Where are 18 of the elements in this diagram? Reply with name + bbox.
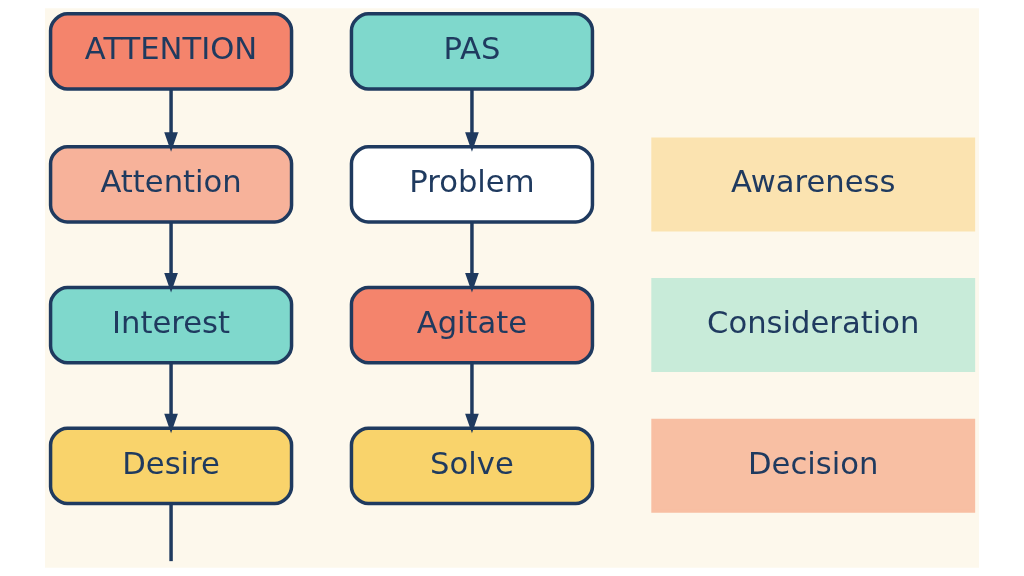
node-box: ATTENTION	[48, 12, 294, 91]
node-box: Attention	[48, 145, 294, 224]
arrow	[465, 89, 479, 152]
connector	[169, 503, 173, 562]
arrow	[465, 362, 479, 434]
node-box: Desire	[48, 426, 294, 506]
arrow	[164, 222, 178, 293]
node-box: Consideration	[651, 278, 976, 373]
arrow	[164, 362, 178, 434]
node-box: Interest	[48, 285, 294, 365]
arrow	[164, 89, 178, 152]
node-box: Solve	[349, 426, 595, 506]
arrow	[465, 222, 479, 293]
node-box: Decision	[651, 418, 976, 513]
node-box: Problem	[349, 145, 595, 224]
node-box: PAS	[349, 12, 595, 91]
node-box: Awareness	[651, 137, 976, 232]
node-box: Agitate	[349, 285, 595, 365]
